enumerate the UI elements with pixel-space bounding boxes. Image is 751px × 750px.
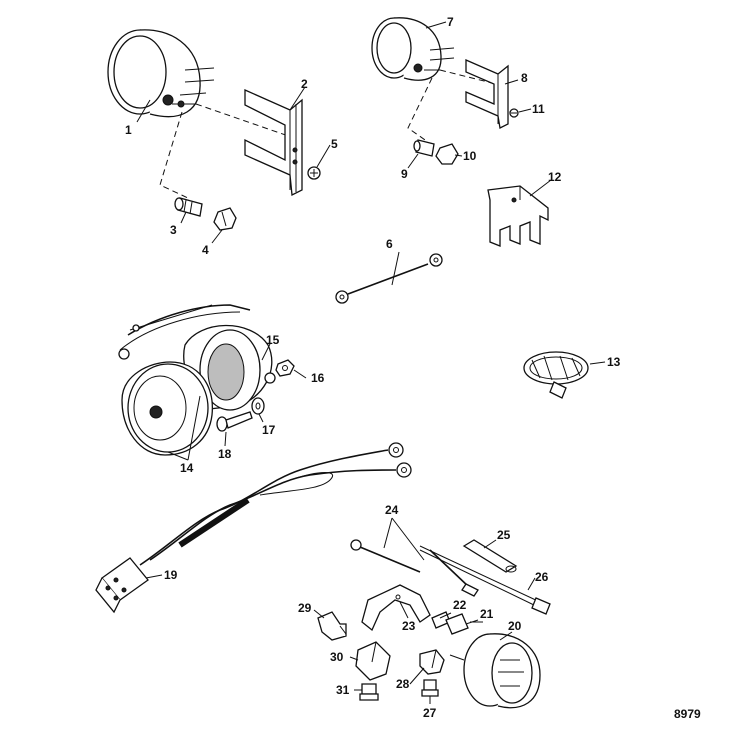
callout-8: 8 <box>521 71 528 85</box>
callout-12: 12 <box>548 170 562 184</box>
callout-18: 18 <box>218 447 232 461</box>
callout-29: 29 <box>298 601 312 615</box>
callout-7: 7 <box>447 15 454 29</box>
part-24-wire-leads <box>350 539 479 597</box>
part-27-plug <box>421 679 439 697</box>
part-28-elbow <box>419 649 445 675</box>
callout-3: 3 <box>170 223 177 237</box>
part-11-screw <box>509 108 519 118</box>
part-10-bulb <box>435 143 459 165</box>
part-20-gauge <box>449 633 541 709</box>
part-7-gauge <box>371 17 455 81</box>
part-21-sender <box>445 613 479 635</box>
callout-2: 2 <box>301 77 308 91</box>
callout-14: 14 <box>180 461 194 475</box>
callout-23: 23 <box>402 619 416 633</box>
part-8-bracket <box>465 59 509 129</box>
part-1-gauge <box>107 29 215 118</box>
callout-19: 19 <box>164 568 178 582</box>
part-30-fitting <box>355 641 391 681</box>
part-17-washer <box>251 397 265 415</box>
callout-30: 30 <box>330 650 344 664</box>
callout-21: 21 <box>480 607 494 621</box>
callout-15: 15 <box>266 333 280 347</box>
callout-13: 13 <box>607 355 621 369</box>
callout-24: 24 <box>385 503 399 517</box>
callout-5: 5 <box>331 137 338 151</box>
callout-26: 26 <box>535 570 549 584</box>
part-23-bracket <box>361 584 431 632</box>
part-26-tie-strap <box>419 545 551 615</box>
part-12-bracket <box>487 185 549 247</box>
part-25-sleeve <box>462 539 518 573</box>
callout-16: 16 <box>311 371 325 385</box>
callout-11: 11 <box>532 102 545 116</box>
part-29-elbow <box>317 611 347 641</box>
callout-9: 9 <box>401 167 408 181</box>
callout-28: 28 <box>396 677 410 691</box>
part-2-bracket <box>244 88 303 197</box>
callout-1: 1 <box>125 123 132 137</box>
part-19-harness <box>95 442 412 614</box>
callout-labels: 1 2 3 4 5 6 7 8 9 10 11 12 13 14 15 16 1… <box>125 15 701 721</box>
callout-31: 31 <box>336 683 350 697</box>
callout-10: 10 <box>463 149 477 163</box>
part-5-screw <box>307 166 321 180</box>
callout-25: 25 <box>497 528 511 542</box>
callout-4: 4 <box>202 243 209 257</box>
part-3-bulb-socket <box>174 197 203 217</box>
part-16-nut <box>275 359 295 377</box>
callout-17: 17 <box>262 423 276 437</box>
part-31-plug <box>359 683 379 701</box>
callout-27: 27 <box>423 706 437 720</box>
part-13-clamp <box>523 351 589 399</box>
part-9-bulb-socket <box>413 139 435 157</box>
callout-20: 20 <box>508 619 522 633</box>
part-14-housing <box>118 304 276 456</box>
reference-number: 8979 <box>674 707 701 721</box>
callout-6: 6 <box>386 237 393 251</box>
part-4-bulb <box>213 207 237 231</box>
part-18-screw <box>216 411 253 432</box>
callout-22: 22 <box>453 598 467 612</box>
part-6-lead-wire <box>335 253 443 304</box>
leader-lines <box>136 21 606 704</box>
